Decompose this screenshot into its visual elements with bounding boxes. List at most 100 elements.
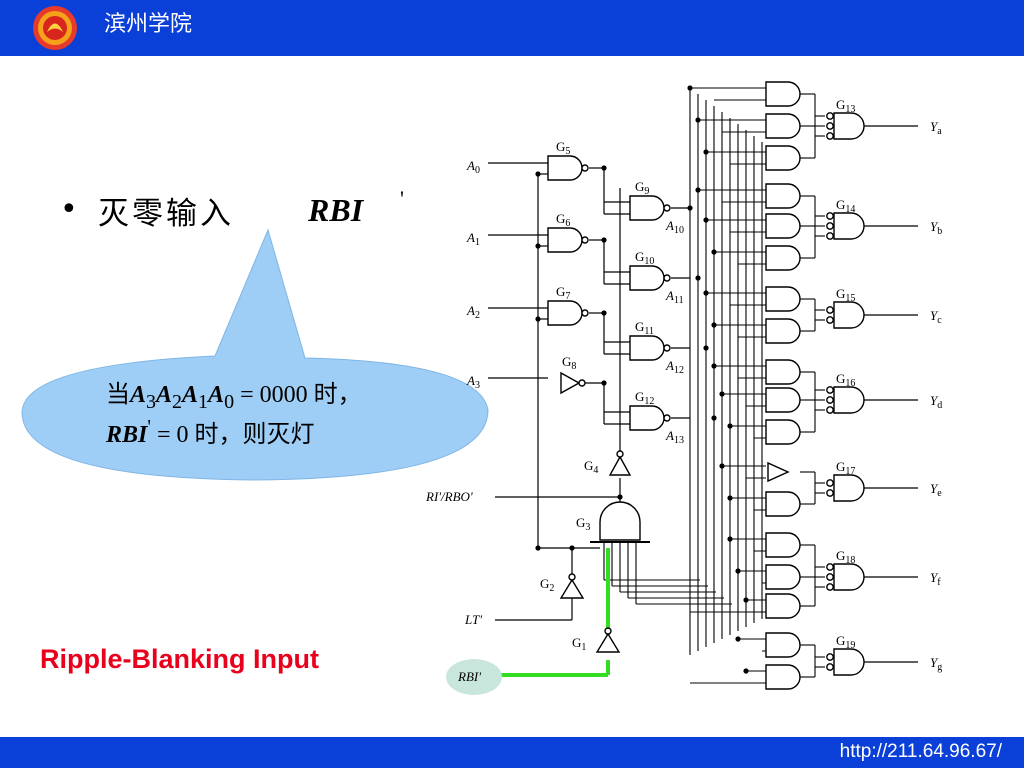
gate-g16 xyxy=(833,386,865,414)
gate-label-g15: G15 xyxy=(836,286,855,304)
gate-g1-buffer xyxy=(595,632,621,653)
gate-out-input-1-1 xyxy=(765,213,801,239)
school-logo-icon xyxy=(33,6,77,50)
bullet-text: 灭零输入 xyxy=(98,196,234,232)
nor-input-bubble xyxy=(826,479,834,487)
nor-input-bubble xyxy=(826,386,834,394)
gate-label-g11: G11 xyxy=(635,319,654,337)
junction-dot xyxy=(695,187,701,193)
junction-dot xyxy=(719,463,725,469)
nor-input-bubble xyxy=(826,112,834,120)
rbi-bubble xyxy=(446,659,502,695)
gate-g6 xyxy=(547,227,583,253)
gate-g8-inverter xyxy=(560,371,581,395)
gate-out-input-4-1 xyxy=(765,491,801,517)
gate-g10-bubble xyxy=(663,274,671,282)
output-label-yb: Yb xyxy=(930,219,942,237)
gate-g12-bubble xyxy=(663,414,671,422)
gate-g10 xyxy=(629,265,665,291)
gate-out-input-6-1 xyxy=(765,664,801,690)
junction-dot xyxy=(735,636,741,642)
nor-input-bubble xyxy=(826,222,834,230)
output-label-ye: Ye xyxy=(930,481,942,499)
junction-dot xyxy=(703,217,709,223)
gate-out-input-5-2 xyxy=(765,593,801,619)
rbi-label: RBI' xyxy=(457,669,481,684)
gate-g2-buffer-bubble xyxy=(568,573,576,581)
gate-g17-buffer xyxy=(767,461,790,483)
gate-g11-bubble xyxy=(663,344,671,352)
gate-out-input-0-0 xyxy=(765,81,801,107)
gate-label-g9: G9 xyxy=(635,179,649,197)
gate-label-g18: G18 xyxy=(836,548,855,566)
gate-g14 xyxy=(833,212,865,240)
gate-g3 xyxy=(599,501,641,541)
nor-input-bubble xyxy=(826,406,834,414)
footer-url[interactable]: http://211.64.96.67/ xyxy=(839,741,1002,762)
junction-dot xyxy=(711,249,717,255)
input-label-a2: A2 xyxy=(466,303,480,321)
gate-out-input-1-0 xyxy=(765,183,801,209)
nor-input-bubble xyxy=(826,316,834,324)
junction-dot xyxy=(711,322,717,328)
nor-input-bubble xyxy=(826,122,834,130)
input-label-a1: A1 xyxy=(466,230,480,248)
output-label-yd: Yd xyxy=(930,393,942,411)
bullet-dot: • xyxy=(60,192,78,227)
gate-g19 xyxy=(833,648,865,676)
input-label-a0: A0 xyxy=(466,158,480,176)
gate-out-input-5-0 xyxy=(765,532,801,558)
junction-dot xyxy=(743,597,749,603)
gate-g15 xyxy=(833,301,865,329)
junction-dot xyxy=(727,495,733,501)
nor-input-bubble xyxy=(826,489,834,497)
output-label-yg: Yg xyxy=(930,655,942,673)
gate-label-g8: G8 xyxy=(562,354,576,372)
gate-out-input-3-2 xyxy=(765,419,801,445)
gate-label-g4: G4 xyxy=(584,458,598,476)
gate-out-input-2-0 xyxy=(765,286,801,312)
caption-ripple-blanking: Ripple-Blanking Input xyxy=(40,644,319,674)
mid-label-a11: A11 xyxy=(665,288,684,306)
gate-out-input-3-0 xyxy=(765,359,801,385)
gate-g4-buffer xyxy=(608,455,632,476)
nor-input-bubble xyxy=(826,132,834,140)
gate-label-g3: G3 xyxy=(576,515,590,533)
gate-g13 xyxy=(833,112,865,140)
gate-g5 xyxy=(547,155,583,181)
nor-input-bubble xyxy=(826,563,834,571)
gate-out-input-2-1 xyxy=(765,318,801,344)
nor-input-bubble xyxy=(826,306,834,314)
gate-label-g16: G16 xyxy=(836,371,855,389)
output-label-ya: Ya xyxy=(930,119,942,137)
junction-dot xyxy=(695,117,701,123)
junction-dot xyxy=(727,536,733,542)
junction-dot xyxy=(719,391,725,397)
callout-line-2: RBI' = 0 时，则灭灯 xyxy=(106,416,315,448)
gate-out-input-0-1 xyxy=(765,113,801,139)
gate-g9 xyxy=(629,195,665,221)
gate-label-g19: G19 xyxy=(836,633,855,651)
school-name: 滨州学院 xyxy=(104,12,193,37)
gate-g4-buffer-bubble xyxy=(616,450,624,458)
gate-g18 xyxy=(833,563,865,591)
junction-dot xyxy=(703,149,709,155)
gate-g9-bubble xyxy=(663,204,671,212)
junction-dot xyxy=(695,275,701,281)
gate-out-input-1-2 xyxy=(765,245,801,271)
gate-out-input-6-0 xyxy=(765,632,801,658)
junction-dot xyxy=(687,85,693,91)
gate-out-input-5-1 xyxy=(765,564,801,590)
input-label-a3: A3 xyxy=(466,373,480,391)
nor-input-bubble xyxy=(826,583,834,591)
ri-rbo-label: RI'/RBO' xyxy=(425,489,473,504)
nor-input-bubble xyxy=(826,396,834,404)
gate-label-g12: G12 xyxy=(635,389,654,407)
junction-dot xyxy=(703,290,709,296)
nor-input-bubble xyxy=(826,573,834,581)
mid-label-a10: A10 xyxy=(665,218,684,236)
gate-label-g7: G7 xyxy=(556,284,570,302)
nor-input-bubble xyxy=(826,232,834,240)
